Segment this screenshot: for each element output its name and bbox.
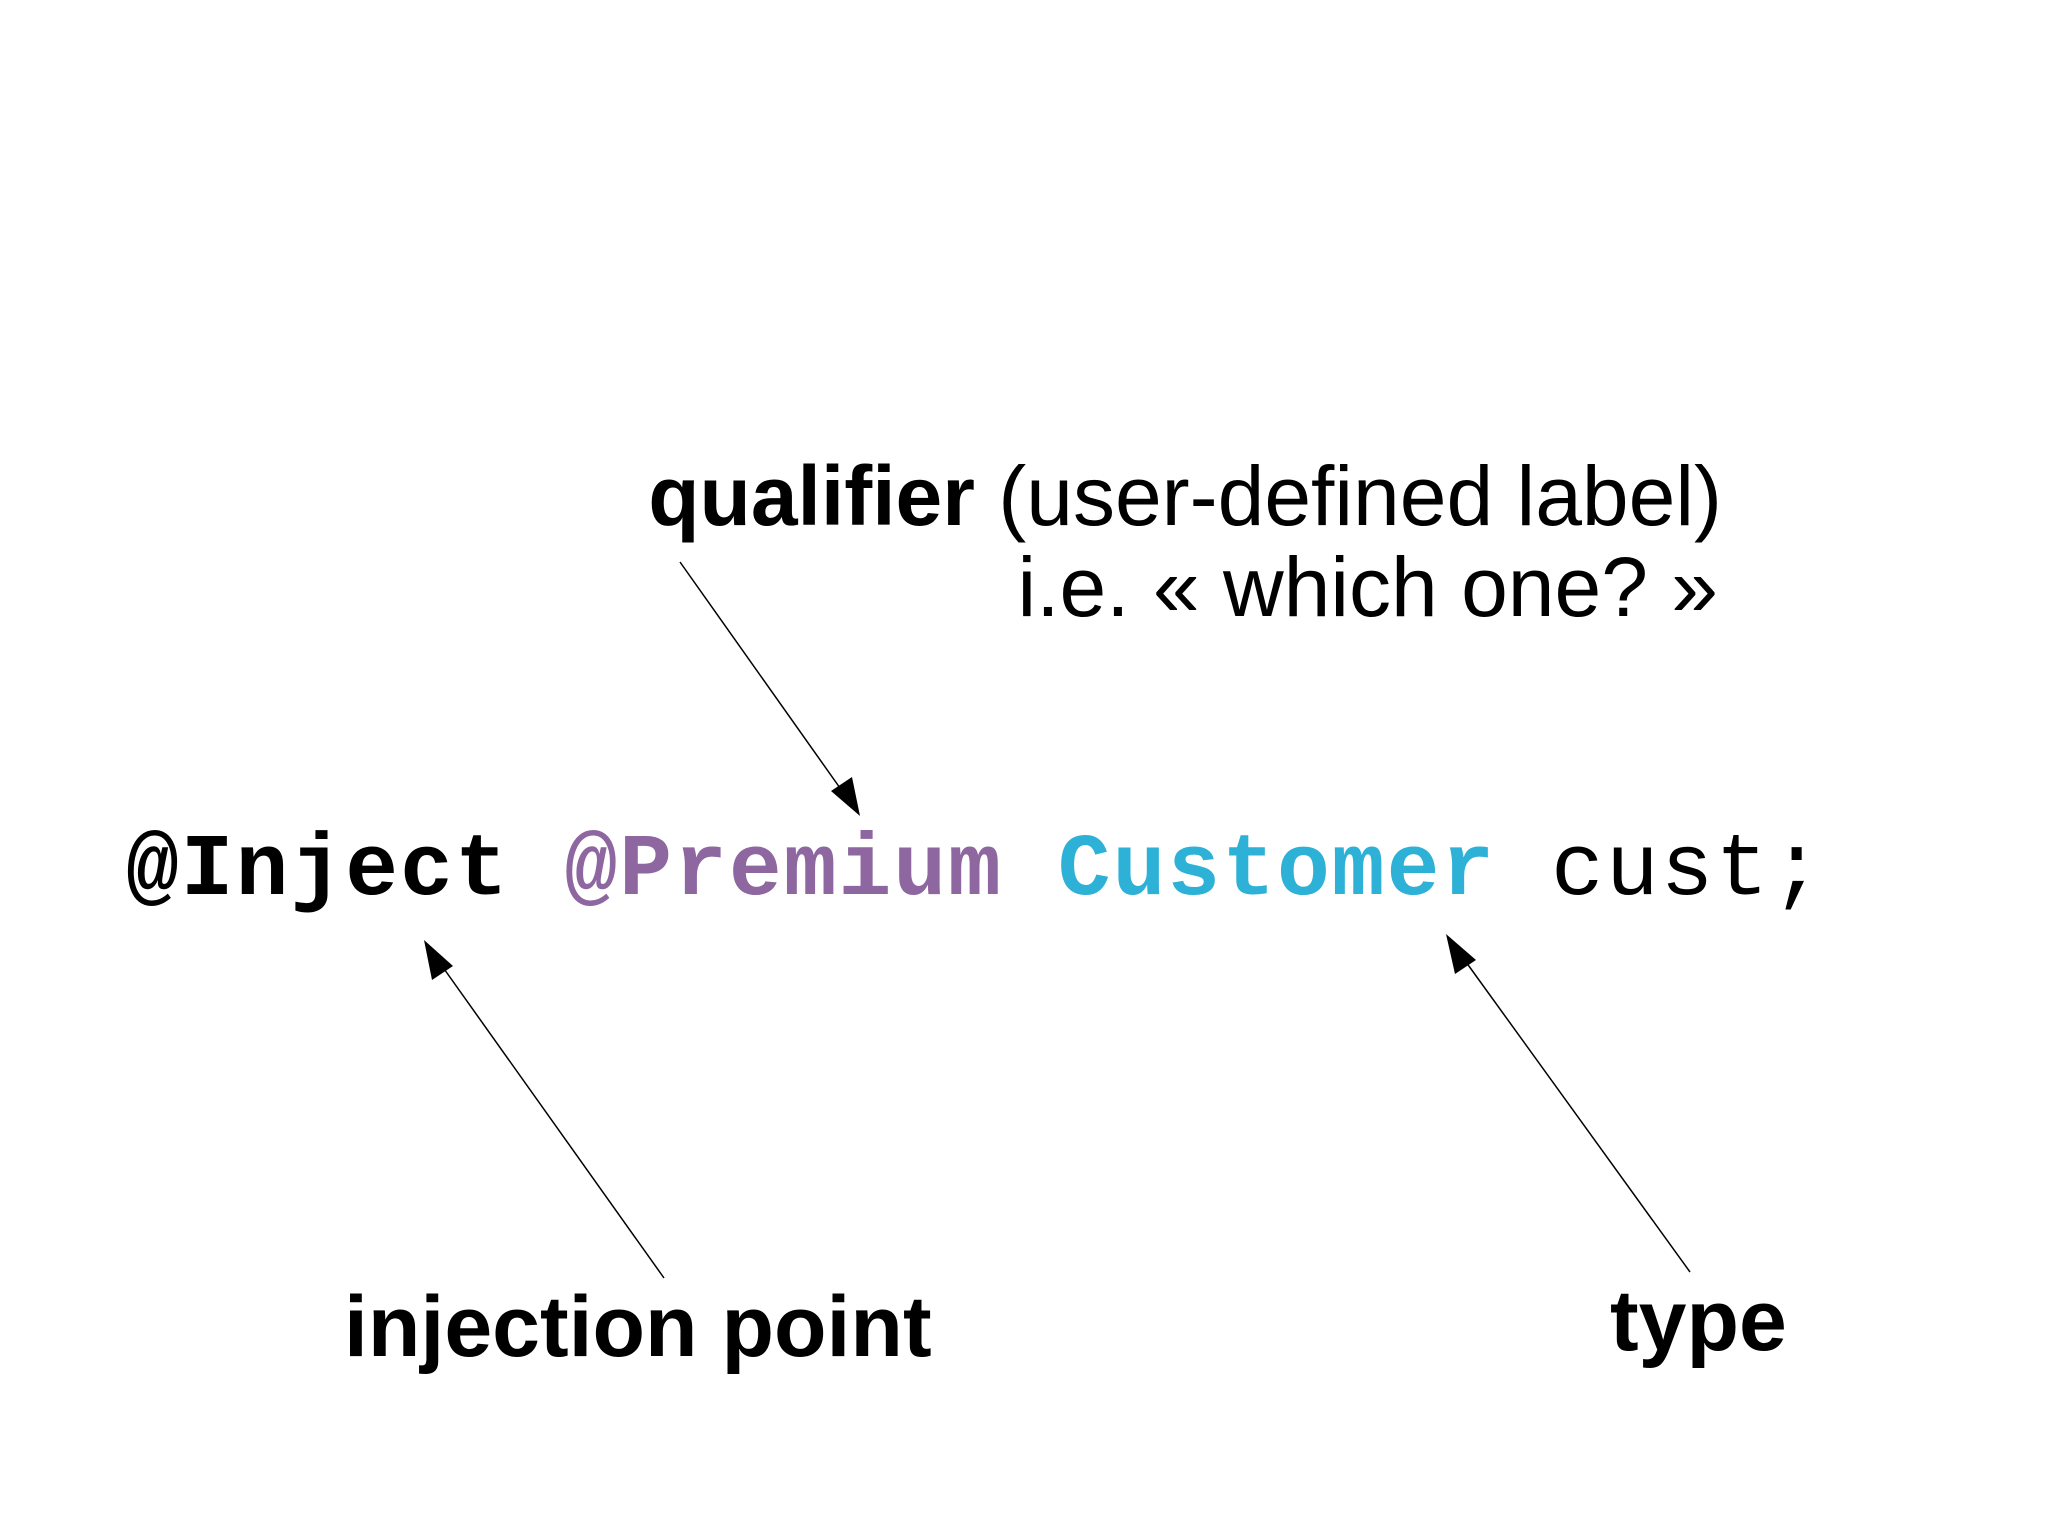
qualifier-label-bold: qualifier: [648, 449, 975, 543]
type-label: type: [1610, 1273, 1787, 1369]
code-inject-annotation: @Inject: [126, 822, 510, 921]
qualifier-arrow: [679, 561, 860, 816]
code-qualifier-annotation: @Premium: [564, 822, 1003, 921]
code-type-name: Customer: [1057, 822, 1497, 921]
qualifier-label-description: (user-defined label): [974, 449, 1722, 543]
qualifier-label-explanation: i.e. « which one? »: [1017, 540, 1718, 634]
injection-point-label: injection point: [344, 1279, 932, 1375]
type-arrow: [1446, 934, 1691, 1273]
qualifier-label: qualifier (user-defined label): [648, 454, 1722, 538]
injection-point-arrow: [424, 940, 665, 1279]
code-variable-name: cust;: [1551, 822, 1826, 921]
code-snippet: @Inject @Premium Customer cust;: [126, 828, 1825, 916]
